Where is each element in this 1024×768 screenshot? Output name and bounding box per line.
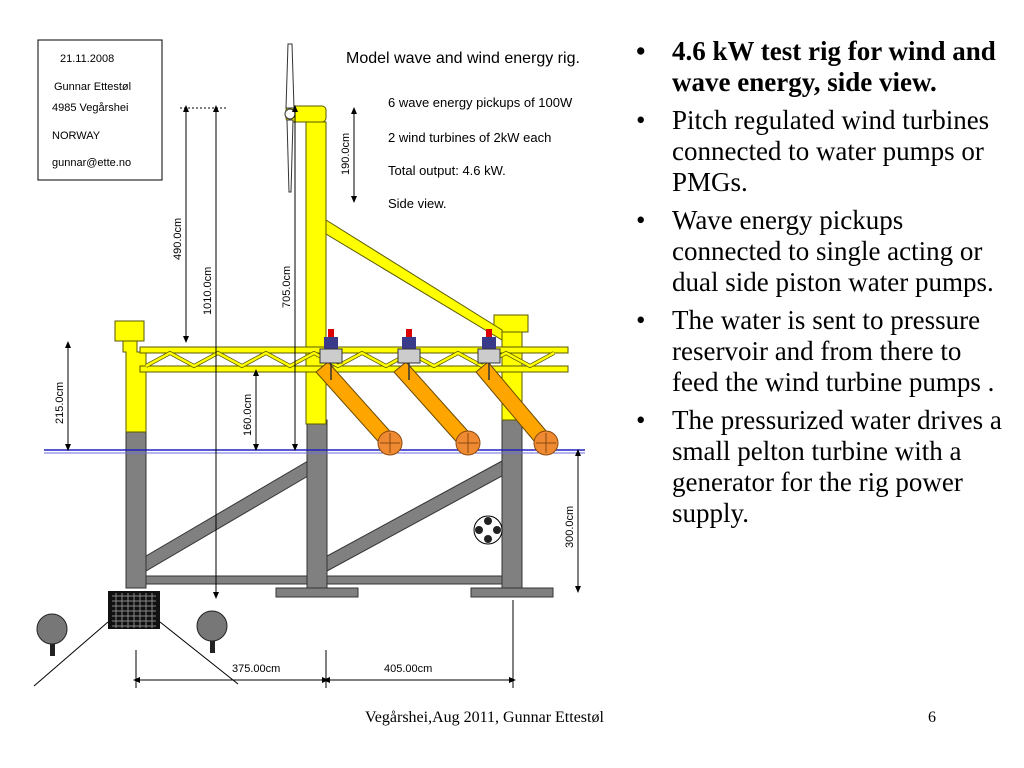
bullet-item: Wave energy pickups connected to single … <box>632 205 1012 298</box>
dim-1010: 1010.0cm <box>202 267 214 315</box>
dim-215: 215.0cm <box>54 382 66 424</box>
info-box: 21.11.2008 Gunnar Ettestøl 4985 Vegårshe… <box>37 39 163 181</box>
dimension-lines <box>65 105 581 688</box>
note-total-output: Total output: 4.6 kW. <box>388 163 506 178</box>
note-wave-pickups: 6 wave energy pickups of 100W <box>388 95 573 110</box>
note-wind-turbines: 2 wind turbines of 2kW each <box>388 130 551 145</box>
anchor-lines <box>33 610 239 687</box>
bullet-list: 4.6 kW test rig for wind and wave energy… <box>632 36 1012 536</box>
info-name: Gunnar Ettestøl <box>54 81 131 93</box>
bullet-item: The pressurized water drives a small pel… <box>632 405 1012 529</box>
dimension-labels: 190.0cm 490.0cm 1010.0cm 705.0cm 215.0cm… <box>54 133 576 675</box>
info-country: NORWAY <box>52 130 101 142</box>
lower-structure <box>125 417 554 598</box>
battery-box <box>108 591 160 629</box>
diagram-title: Model wave and wind energy rig. <box>346 50 580 67</box>
dim-405: 405.00cm <box>384 663 432 675</box>
info-email: gunnar@ette.no <box>52 157 131 169</box>
page-number: 6 <box>928 709 936 726</box>
foot-middle <box>275 587 359 598</box>
rig-diagram: 21.11.2008 Gunnar Ettestøl 4985 Vegårshe… <box>33 39 585 688</box>
dim-190: 190.0cm <box>340 133 352 175</box>
truss-bottom <box>139 365 569 373</box>
pelton-turbine-icon <box>473 515 503 545</box>
diagonal-brace <box>325 219 503 341</box>
note-side-view: Side view. <box>388 196 447 211</box>
bullet-item: Pitch regulated wind turbines connected … <box>632 105 1012 198</box>
dim-375: 375.00cm <box>232 663 280 675</box>
bullet-item: 4.6 kW test rig for wind and wave energy… <box>632 36 1012 98</box>
dim-490: 490.0cm <box>172 218 184 260</box>
wave-pickups <box>315 329 559 456</box>
buoy-right <box>196 610 228 642</box>
truss-top <box>139 346 569 354</box>
leg-right <box>501 417 523 589</box>
buoy-left <box>36 613 68 645</box>
foot-right <box>470 587 554 598</box>
turbine-blades <box>284 43 296 193</box>
footer-credit: Vegårshei,Aug 2011, Gunnar Ettestøl <box>365 709 604 726</box>
dim-300: 300.0cm <box>564 506 576 548</box>
bullet-item: The water is sent to pressure reservoir … <box>632 305 1012 398</box>
dim-160: 160.0cm <box>242 394 254 436</box>
dim-705: 705.0cm <box>281 266 293 308</box>
leg-middle <box>306 419 328 589</box>
info-date: 21.11.2008 <box>60 53 114 65</box>
leg-left <box>125 429 147 589</box>
info-address: 4985 Vegårshei <box>52 102 128 114</box>
